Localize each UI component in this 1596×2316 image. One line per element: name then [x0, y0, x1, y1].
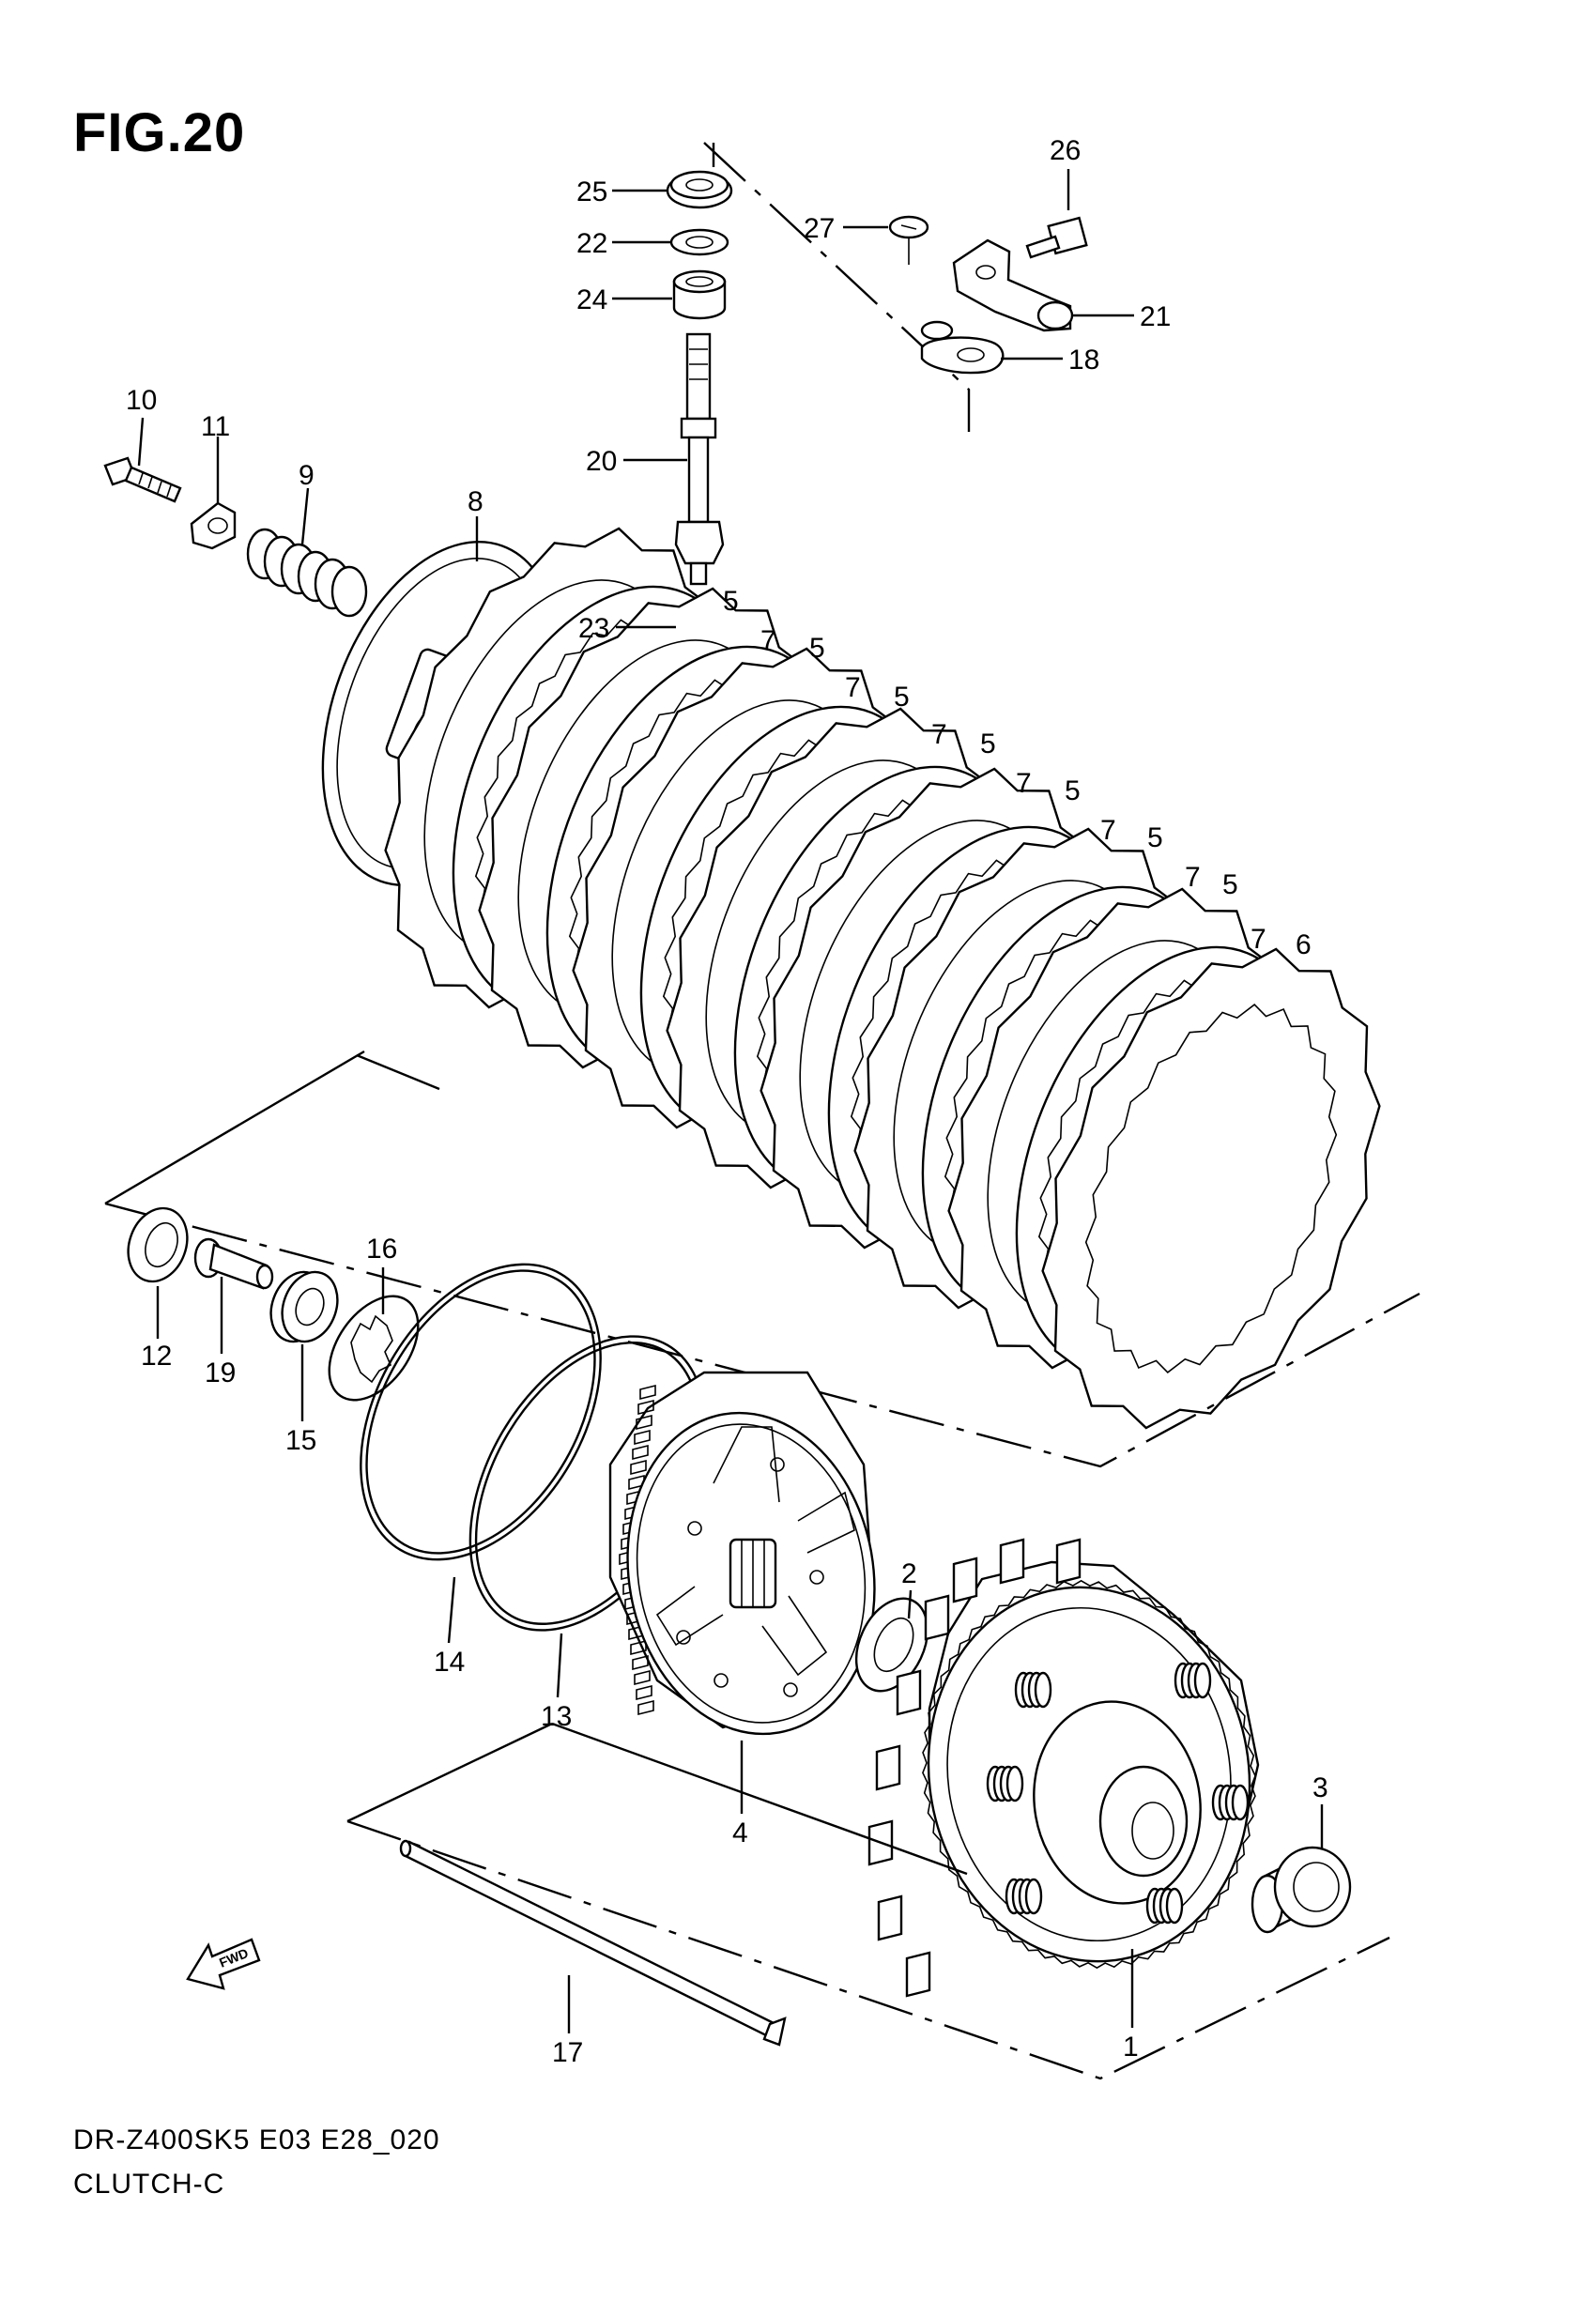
part-25-oil-seal	[666, 170, 733, 209]
callout-16: 16	[366, 1234, 397, 1265]
callout-23: 23	[578, 613, 609, 644]
part-20-release-shaft	[674, 332, 725, 586]
part-14-ring	[360, 1263, 602, 1561]
part-4-sleeve-hub	[608, 1371, 876, 1736]
callout-5c: 5	[894, 682, 910, 713]
callout-2: 2	[901, 1558, 917, 1589]
callout-7a: 7	[760, 625, 776, 656]
callout-8: 8	[468, 486, 483, 517]
callout-7g: 7	[1251, 924, 1266, 955]
wave-plate	[1041, 947, 1381, 1430]
callout-26: 26	[1050, 135, 1081, 166]
part-10-bolt	[103, 456, 182, 503]
part-9-spring	[246, 528, 368, 618]
part-24-bearing	[672, 269, 727, 320]
leader-lines	[137, 169, 1324, 2033]
callout-1: 1	[1123, 2032, 1139, 2063]
callout-5g: 5	[1222, 869, 1238, 900]
callout-11: 11	[201, 411, 230, 442]
callout-7d: 7	[1016, 768, 1032, 799]
callout-3: 3	[1312, 1772, 1328, 1803]
callout-5d: 5	[980, 729, 996, 759]
part-26-bolt	[1025, 216, 1088, 259]
callout-15: 15	[285, 1425, 316, 1456]
callout-25: 25	[576, 176, 607, 207]
callout-17: 17	[552, 2037, 583, 2068]
damper-spring	[1014, 1671, 1052, 1709]
callout-6: 6	[1296, 929, 1312, 960]
callout-24: 24	[576, 284, 607, 315]
callout-27: 27	[804, 213, 835, 244]
model-code: DR-Z400SK5 E03 E28_020	[73, 2124, 440, 2155]
part-1-clutch-housing	[867, 1538, 1260, 1998]
callout-22: 22	[576, 228, 607, 259]
callout-4: 4	[732, 1818, 748, 1848]
part-11-washer	[190, 501, 237, 550]
callout-18: 18	[1068, 345, 1099, 376]
callout-13: 13	[541, 1701, 572, 1732]
callout-9: 9	[299, 460, 315, 491]
callout-7f: 7	[1185, 862, 1201, 893]
callout-5a: 5	[723, 586, 739, 617]
damper-spring	[1145, 1887, 1184, 1925]
part-12-bearing	[127, 1206, 189, 1283]
callout-14: 14	[434, 1647, 465, 1678]
damper-spring	[1174, 1662, 1212, 1699]
part-27-screw	[888, 215, 929, 265]
part-21-release-arm	[952, 238, 1074, 332]
callout-5e: 5	[1065, 775, 1081, 806]
callout-5b: 5	[809, 633, 825, 664]
section-name: CLUTCH-C	[73, 2169, 225, 2200]
callout-7b: 7	[845, 672, 861, 703]
callout-21: 21	[1140, 301, 1171, 332]
part-17-push-rod	[399, 1839, 787, 2047]
part-16-washer	[328, 1295, 420, 1402]
callout-labels: 25 22 24 20 23 26 27 21 18 10 11 9 8 5 7…	[126, 135, 1328, 2068]
figure-title: FIG.20	[73, 102, 246, 163]
part-19-bolt	[193, 1237, 274, 1290]
damper-spring	[986, 1765, 1024, 1802]
callout-20: 20	[586, 446, 617, 477]
callout-12: 12	[141, 1341, 172, 1372]
part-18-plate	[920, 320, 1005, 375]
fwd-arrow-icon: FWD	[186, 1938, 261, 1990]
clutch-plate-stack	[384, 527, 1381, 1430]
part-3-spacer	[1251, 1846, 1352, 1934]
callout-19: 19	[205, 1357, 236, 1388]
callout-10: 10	[126, 385, 157, 416]
part-15-oil-seal	[269, 1270, 339, 1343]
part-22-washer	[669, 228, 729, 256]
part-2-washer	[854, 1597, 929, 1693]
callout-5f: 5	[1147, 822, 1163, 853]
callout-7c: 7	[931, 719, 947, 750]
callout-7e: 7	[1100, 815, 1116, 846]
damper-spring	[1211, 1784, 1250, 1821]
damper-spring	[1005, 1878, 1043, 1915]
